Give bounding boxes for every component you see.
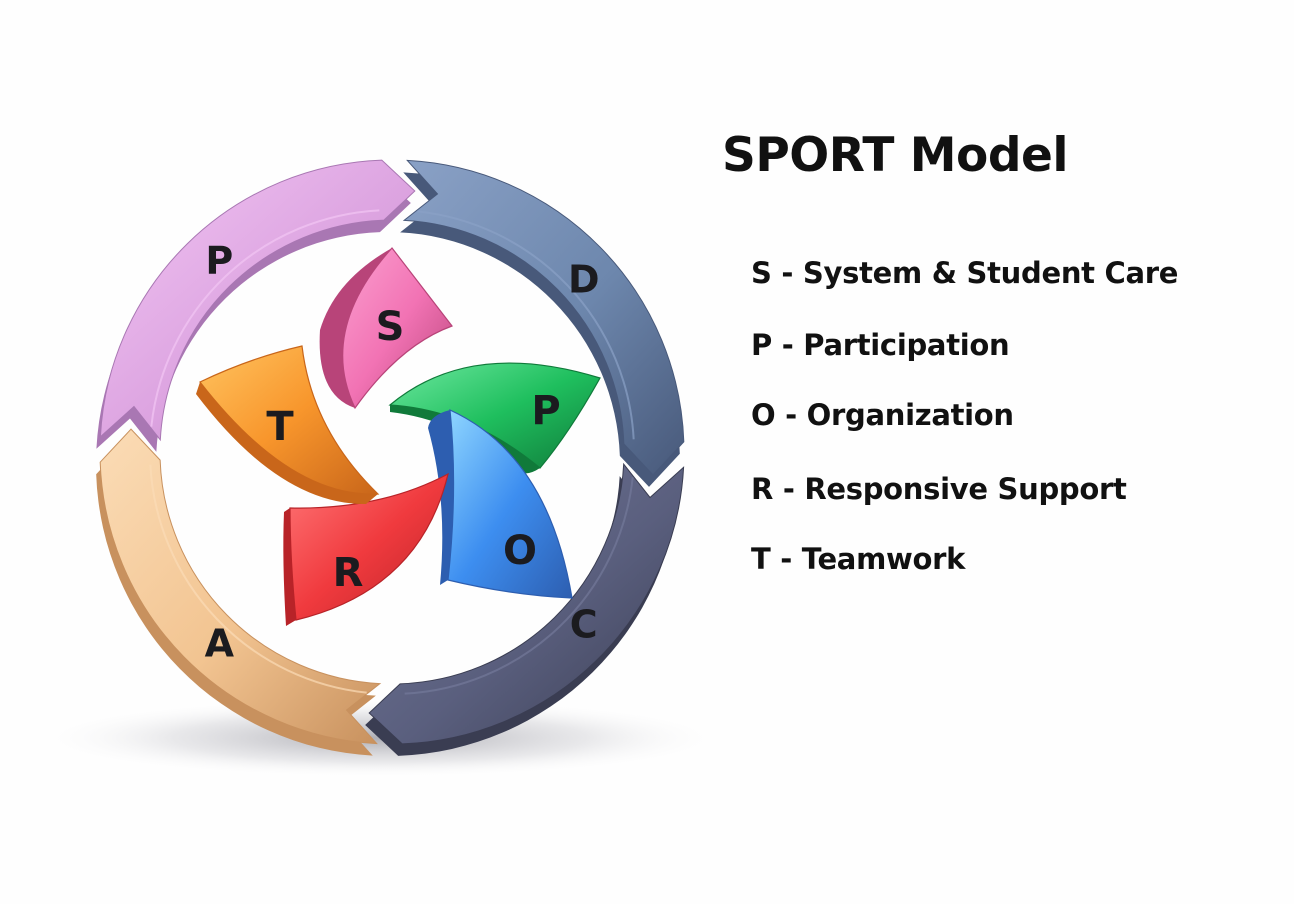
outer-segment-d-bevel <box>417 210 635 440</box>
outer-segment-d: D <box>400 159 685 487</box>
inner-piece-t-letter: T <box>266 404 294 450</box>
outer-segment-c: C <box>365 462 685 756</box>
inner-piece-o-letter: O <box>503 528 537 574</box>
inner-piece-s-face <box>342 247 453 410</box>
inner-piece-t-side <box>196 382 378 505</box>
outer-segment-a: A <box>96 428 382 756</box>
inner-piece-s-letter: S <box>376 304 405 350</box>
sport-model-diagram-svg: P D C A S P O R T <box>35 159 725 778</box>
inner-piece-r-face <box>289 472 449 621</box>
outer-segment-p: P <box>96 159 416 452</box>
legend-item-o: O - Organization <box>751 398 1014 432</box>
inner-piece-r: R <box>283 472 449 626</box>
outer-segment-c-letter: C <box>570 603 598 647</box>
inner-pinwheel: S P O R T <box>196 247 601 626</box>
inner-piece-o-face <box>447 409 573 599</box>
legend-item-p: P - Participation <box>751 328 1010 362</box>
inner-piece-o: O <box>428 409 573 599</box>
sport-model-diagram: P D C A S P O R T <box>35 159 725 778</box>
outer-ring: P D C A <box>96 159 685 756</box>
outer-segment-c-face <box>368 462 685 745</box>
outer-segment-c-bevel <box>404 477 634 695</box>
inner-piece-r-letter: R <box>333 550 364 596</box>
legend-item-r: R - Responsive Support <box>751 472 1127 506</box>
outer-segment-a-bevel <box>149 464 367 694</box>
inner-piece-s: S <box>319 247 453 410</box>
legend-item-t: T - Teamwork <box>751 542 966 576</box>
outer-segment-p-face <box>99 159 416 442</box>
outer-segment-d-letter: D <box>568 257 600 301</box>
inner-piece-t-face <box>199 345 380 495</box>
inner-piece-r-side <box>283 508 296 626</box>
legend-item-s: S - System & Student Care <box>751 256 1179 290</box>
outer-segment-a-letter: A <box>205 622 235 666</box>
legend-list: S - System & Student Care P - Participat… <box>751 250 1178 608</box>
outer-segment-d-face <box>402 159 685 476</box>
inner-piece-p-letter: P <box>531 388 560 434</box>
outer-segment-p-letter: P <box>205 238 233 282</box>
inner-piece-t: T <box>196 345 380 505</box>
outer-segment-p-bevel <box>150 209 380 427</box>
outer-segment-a-face <box>99 428 382 745</box>
model-title: SPORT Model <box>722 128 1068 183</box>
